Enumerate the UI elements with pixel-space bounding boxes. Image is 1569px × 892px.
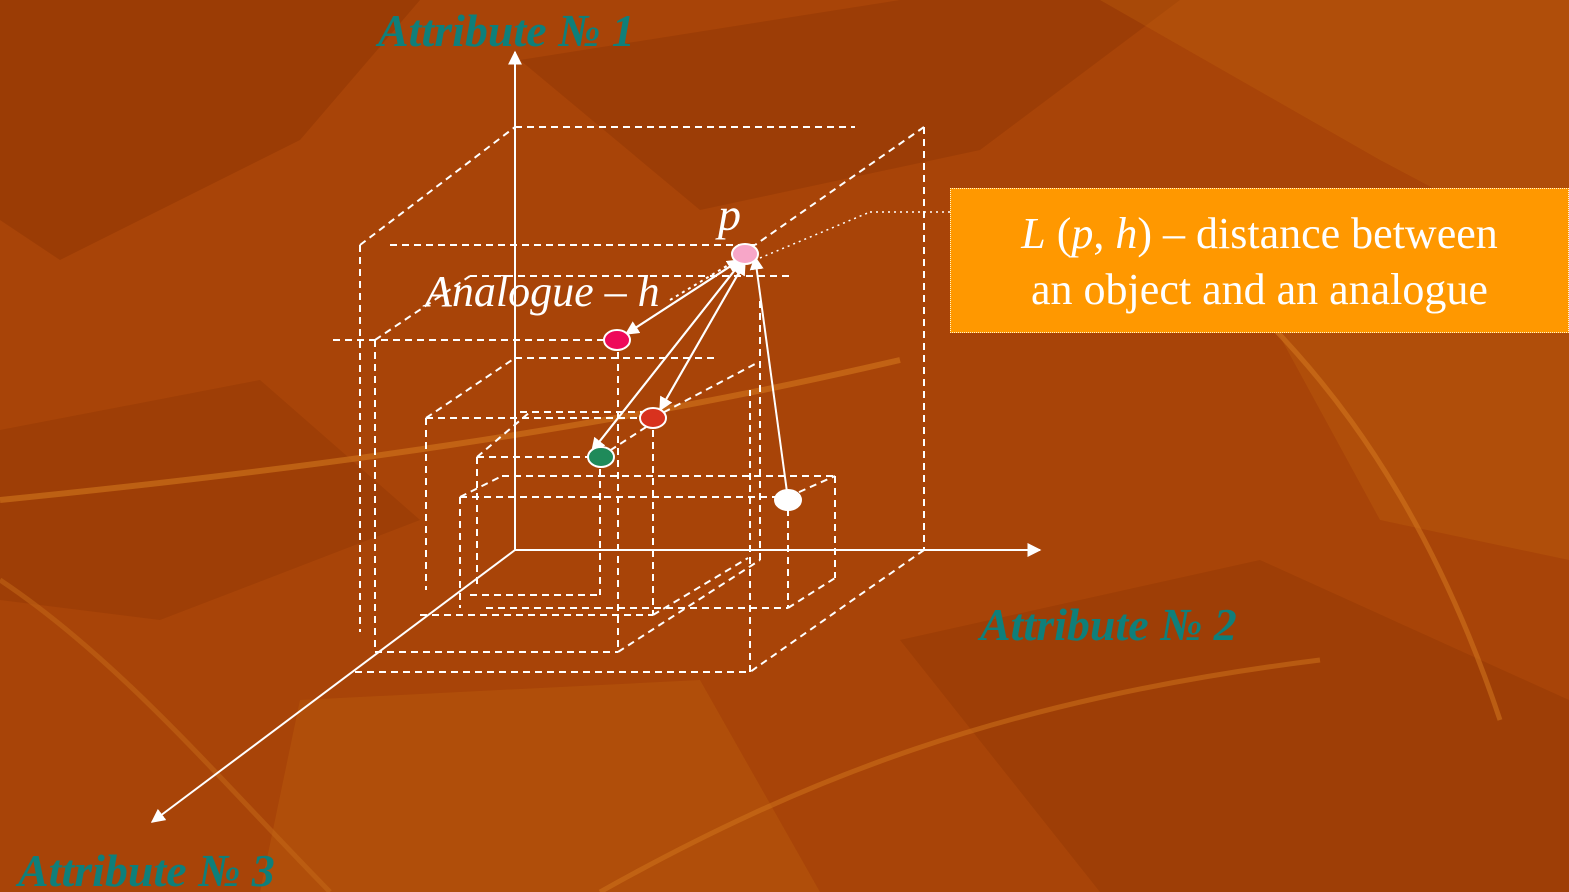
analogue-label: Analogue – h [425, 267, 660, 316]
point-green [587, 446, 615, 468]
axis-2-label: Attribute № 2 [980, 599, 1237, 650]
axis-3 [150, 549, 516, 823]
object-point-p [731, 243, 759, 265]
background-vein [0, 577, 332, 892]
green-point-box [470, 411, 661, 596]
callout-rest: – distance between [1152, 209, 1498, 258]
distance-arrow-red-back [659, 260, 746, 411]
background-leaf [520, 0, 1180, 210]
callout-line-2: an object and an analogue [1031, 265, 1488, 314]
guide-boxes [333, 126, 925, 673]
axis-1-label: Attribute № 1 [378, 5, 635, 56]
background-leaf [900, 560, 1569, 892]
background-leaf [1260, 300, 1569, 560]
distance-arrow-white [749, 255, 788, 493]
background-leaf [260, 680, 820, 892]
callout-line-1: L (p, h) – distance between [951, 206, 1568, 262]
points [587, 243, 802, 511]
distance-arrow-analogue-back [625, 259, 742, 335]
background-leaf [0, 380, 420, 620]
background-vein [598, 657, 1321, 892]
object-label-p: p [718, 189, 741, 240]
outer-box [355, 126, 925, 673]
distance-callout: L (p, h) – distance between an object an… [950, 188, 1569, 333]
callout-comma: , [1093, 209, 1116, 258]
callout-l: L [1021, 209, 1046, 258]
dotted-link [669, 257, 741, 301]
callout-close: ) [1137, 209, 1153, 258]
callout-pointer [759, 211, 950, 259]
background-leaf [0, 0, 420, 260]
analogue-point-h [603, 329, 631, 351]
axes [150, 50, 1042, 823]
distance-arrows [591, 255, 788, 493]
callout-open: ( [1045, 209, 1072, 258]
callout-p: p [1071, 209, 1094, 258]
distance-arrow-green-back [591, 259, 743, 452]
red-point-box [420, 357, 756, 616]
background-vein [0, 357, 901, 503]
axis-3-label: Attribute № 3 [18, 845, 275, 892]
analogue-box [333, 275, 790, 653]
point-white [774, 489, 802, 511]
callout-h: h [1115, 209, 1138, 258]
point-red [639, 407, 667, 429]
